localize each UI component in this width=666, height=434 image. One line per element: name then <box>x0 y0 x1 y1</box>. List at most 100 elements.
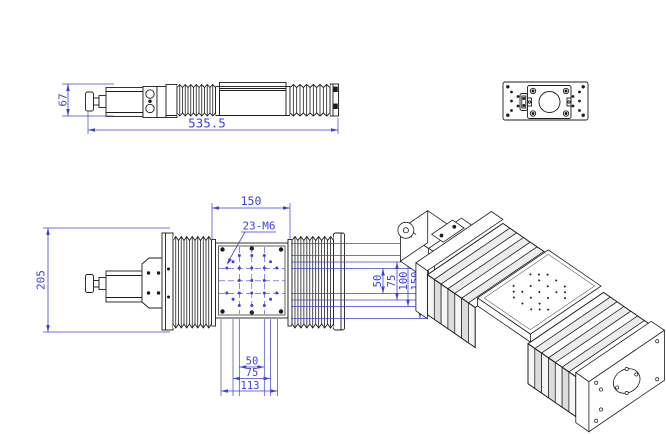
iso-hole <box>512 290 515 293</box>
left-end-plate <box>161 232 174 331</box>
dim-row-50: 50 <box>372 275 384 288</box>
arrowhead <box>212 206 219 210</box>
arrowhead <box>270 389 278 393</box>
m6-hole <box>231 297 235 301</box>
dim-row-100: 100 <box>398 272 410 291</box>
arrowhead <box>227 257 232 265</box>
iso-face <box>440 283 449 330</box>
iso-screw <box>615 385 620 390</box>
shaft-hub <box>98 95 107 108</box>
m6-hole <box>237 291 241 295</box>
iso-screw <box>624 391 629 395</box>
iso-handwheel-hub <box>402 227 409 234</box>
iso-face <box>430 219 465 243</box>
m6-hole <box>250 304 254 307</box>
m6-hole <box>262 304 266 307</box>
arrowhead <box>66 109 70 116</box>
isometric-view <box>397 209 666 433</box>
iso-screw <box>594 380 599 385</box>
iso-face <box>427 274 435 321</box>
arrowhead <box>239 365 247 369</box>
iso-hole <box>564 297 567 300</box>
arrowhead <box>257 365 265 369</box>
iso-face <box>541 352 549 399</box>
iso-face <box>433 278 442 325</box>
motor-body-plan <box>105 270 143 303</box>
callout-leader <box>227 231 246 264</box>
arrowhead <box>66 84 70 91</box>
m6-hole <box>237 254 241 257</box>
iso-screw <box>634 372 639 377</box>
dim-col-113: 113 <box>241 380 260 392</box>
arrowhead <box>88 128 95 132</box>
iso-screw <box>655 339 660 344</box>
callout-holes: 23-M6 <box>242 220 275 233</box>
m6-hole <box>262 254 266 257</box>
mount-flange <box>165 84 178 118</box>
iso-face <box>561 366 570 413</box>
end-view <box>502 81 589 121</box>
m6-hole <box>225 266 229 270</box>
iso-screw <box>655 377 660 382</box>
mounting-holes <box>506 85 585 117</box>
m6-hole <box>262 279 266 282</box>
plan-view <box>85 232 345 331</box>
carriage-plate-side <box>219 82 287 87</box>
iso-hole <box>529 285 532 288</box>
m6-hole <box>250 291 254 295</box>
m6-hole <box>275 291 279 295</box>
dim-col-50: 50 <box>246 356 259 368</box>
iso-face <box>554 361 563 408</box>
iso-face <box>575 371 590 433</box>
iso-hole <box>547 308 550 311</box>
iso-hole <box>529 273 532 276</box>
iso-bolt <box>439 233 444 238</box>
iso-bolt <box>452 224 457 229</box>
arrowhead <box>381 268 385 276</box>
iso-hole <box>512 296 515 299</box>
arrowhead <box>46 325 50 332</box>
arrowhead <box>395 293 399 300</box>
iso-bore <box>612 368 641 394</box>
handwheel <box>85 91 94 112</box>
iso-hole <box>563 285 566 288</box>
iso-bellows <box>426 273 476 349</box>
iso-face <box>468 302 476 349</box>
iso-face <box>447 288 456 335</box>
m6-hole <box>250 279 254 282</box>
motor-body <box>105 87 144 117</box>
dim-plan-width: 205 <box>35 270 48 290</box>
iso-hole <box>521 290 524 293</box>
iso-face <box>548 357 556 404</box>
handwheel-plan <box>85 274 94 293</box>
m6-hole <box>262 266 266 270</box>
iso-hole <box>563 291 566 294</box>
m6-hole <box>269 297 273 301</box>
iso-screw <box>594 418 599 423</box>
arrowhead <box>331 128 338 132</box>
arrowhead <box>263 376 271 381</box>
iso-hole <box>538 290 541 293</box>
m6-hole <box>225 291 229 295</box>
m6-hole <box>269 260 273 264</box>
iso-hole <box>529 296 532 299</box>
iso-face <box>568 371 577 418</box>
iso-hole <box>530 308 533 311</box>
iso-face <box>534 347 542 394</box>
bearing-bore <box>538 91 561 113</box>
m6-hole <box>231 260 235 264</box>
motor-flange-plan <box>141 257 164 309</box>
arrowhead <box>233 376 240 381</box>
arrowhead <box>283 206 290 210</box>
m6-hole <box>237 266 241 270</box>
iso-face <box>461 297 469 344</box>
dim-plan-length: 150 <box>241 194 262 208</box>
iso-hole <box>512 284 515 287</box>
iso-carriage-inner <box>483 253 595 331</box>
m6-hole <box>250 266 254 270</box>
iso-screw <box>599 407 603 412</box>
iso-screw <box>624 367 629 371</box>
arrowhead <box>381 286 385 294</box>
